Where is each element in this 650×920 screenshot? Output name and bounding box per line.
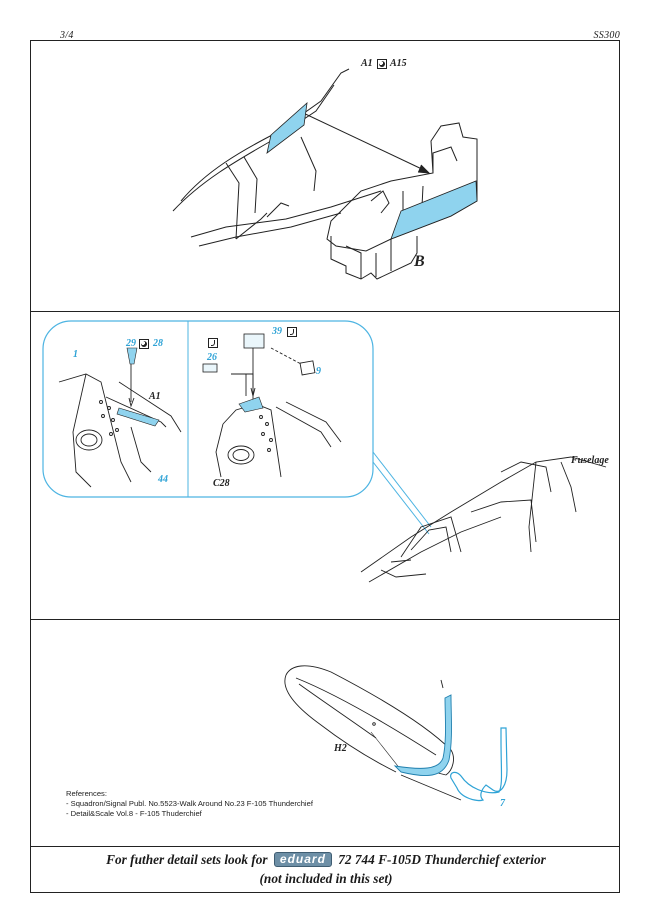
references-title: References: bbox=[66, 789, 107, 798]
part-39-label: 39 bbox=[272, 326, 282, 337]
pe-part-7 bbox=[450, 727, 508, 802]
step-2-drawing bbox=[42, 320, 607, 583]
fold-icon bbox=[287, 327, 297, 337]
reference-item: - Squadron/Signal Publ. No.5523-Walk Aro… bbox=[66, 799, 313, 808]
fuselage-rail-lower bbox=[172, 84, 335, 212]
part-1-label: 1 bbox=[73, 349, 78, 360]
part-h2-label: H2 bbox=[334, 743, 347, 754]
step-1-panel: A1 A15 B bbox=[30, 40, 620, 312]
part-a15-label: A15 bbox=[390, 58, 407, 69]
fold-icon bbox=[208, 338, 218, 348]
pe-part-29 bbox=[126, 347, 138, 365]
canopy-outer bbox=[285, 665, 454, 776]
assembly-b-label: B bbox=[414, 253, 425, 270]
step-3-panel: H2 7 References: - Squadron/Signal Publ.… bbox=[30, 619, 620, 847]
part-a1-label: A1 bbox=[361, 58, 373, 69]
fuselage-label: Fuselage bbox=[571, 455, 609, 466]
part-29-label: 29 bbox=[126, 338, 136, 349]
page-number: 3/4 bbox=[60, 30, 74, 41]
footer-panel: For futher detail sets look for eduard 7… bbox=[30, 846, 620, 893]
part-a1-detail-label: A1 bbox=[149, 391, 161, 402]
footer-prefix: For futher detail sets look for bbox=[106, 852, 268, 867]
alternate-part-icon bbox=[139, 339, 149, 349]
reference-item: - Detail&Scale Vol.8 - F-105 Thuderchief bbox=[66, 809, 202, 818]
part-26-label: 26 bbox=[207, 352, 217, 363]
footer-promo: For futher detail sets look for eduard 7… bbox=[31, 852, 621, 868]
pe-part-a1-detail bbox=[116, 407, 160, 427]
pe-part-a15 bbox=[390, 180, 478, 240]
detail-bubble bbox=[42, 320, 374, 498]
pe-part-h2 bbox=[393, 694, 452, 777]
placement-arrow bbox=[298, 110, 427, 172]
part-9-label: 9 bbox=[316, 366, 321, 377]
step-1-drawing bbox=[172, 68, 478, 280]
footer-note: (not included in this set) bbox=[259, 871, 393, 886]
fuselage-outline bbox=[360, 456, 607, 573]
references-block: References: - Squadron/Signal Publ. No.5… bbox=[66, 789, 313, 819]
pe-part-39 bbox=[243, 333, 265, 349]
set-code: SS300 bbox=[593, 30, 620, 41]
pe-part-39-fitted bbox=[238, 396, 264, 413]
part-44-label: 44 bbox=[158, 474, 168, 485]
part-7-label: 7 bbox=[500, 798, 505, 809]
footer-product: 72 744 F-105D Thunderchief exterior bbox=[338, 852, 546, 867]
part-c28-label: C28 bbox=[213, 478, 230, 489]
alternate-part-icon bbox=[377, 59, 387, 69]
step-2-panel: 1 29 28 A1 44 26 39 9 C28 Fuselage bbox=[30, 311, 620, 620]
step-3-drawing bbox=[284, 665, 508, 802]
pe-part-26 bbox=[202, 363, 218, 373]
part-28-label: 28 bbox=[153, 338, 163, 349]
pe-part-a1 bbox=[266, 101, 308, 154]
cockpit-tub bbox=[326, 122, 478, 252]
eduard-logo: eduard bbox=[273, 852, 332, 867]
